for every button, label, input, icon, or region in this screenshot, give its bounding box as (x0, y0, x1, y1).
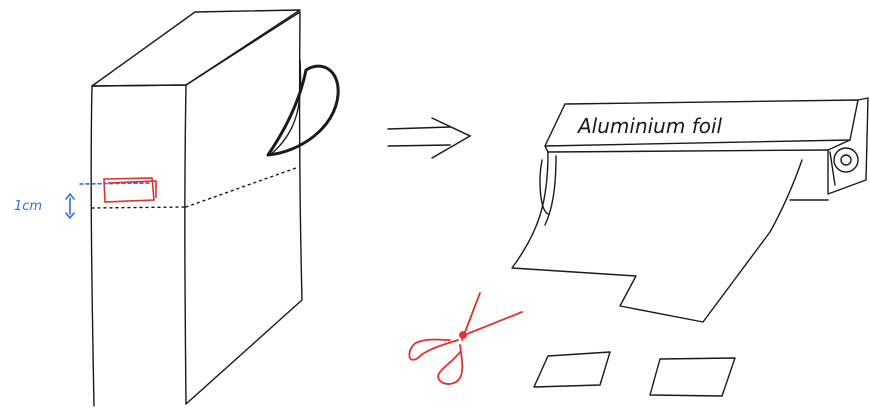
box-side-face (186, 12, 302, 404)
foil-roll-core (834, 148, 858, 172)
box-drawing (91, 10, 338, 406)
box-top-face (92, 10, 300, 86)
cut-foil-pieces (534, 352, 735, 396)
double-arrow-right-icon (388, 118, 470, 158)
cut-area-highlight (104, 178, 156, 202)
scissors-icon (409, 293, 522, 384)
box-handle (268, 66, 338, 155)
measurement-label: 1cm (14, 199, 42, 214)
box-cut-line-front (92, 207, 186, 208)
foil-label: Aluminium foil (576, 114, 723, 138)
box-cut-line-side (186, 168, 296, 207)
foil-piece-2 (650, 358, 735, 396)
box-front-face (91, 85, 186, 406)
box-handle-edge (270, 60, 301, 155)
foil-piece-1 (534, 352, 610, 387)
measurement-arrow-icon (66, 194, 74, 218)
